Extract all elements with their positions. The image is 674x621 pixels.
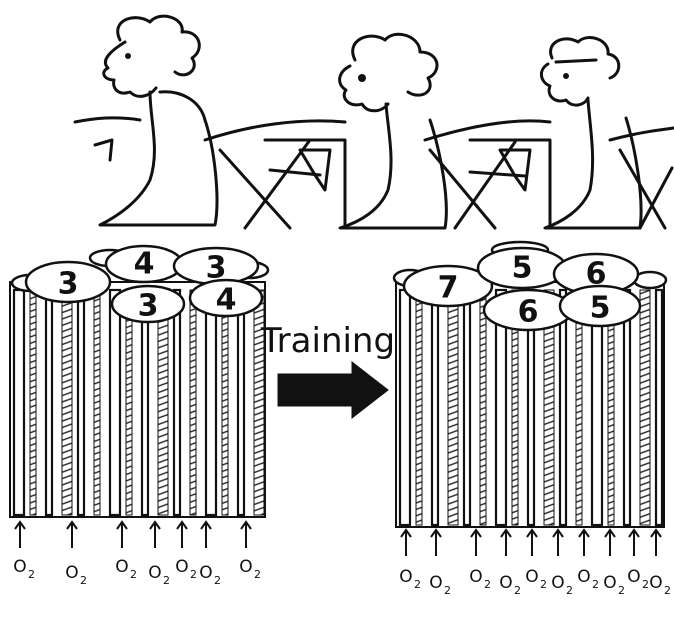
before-fiber-strand [206, 290, 216, 515]
oxygen-label: O [469, 567, 482, 587]
oxygen-label: O [175, 557, 188, 577]
before-fiber-number-1: 3 [58, 267, 79, 302]
oxygen-label: O [551, 573, 564, 593]
after-fiber-number-1: 7 [438, 271, 459, 306]
oxygen-subscript: 2 [592, 578, 599, 591]
before-fiber-strand [238, 290, 244, 515]
oxygen-subscript: 2 [664, 584, 671, 597]
training-label: Training [260, 321, 395, 361]
oxygen-subscript: 2 [514, 584, 521, 597]
before-fiber-strand [126, 290, 132, 515]
after-fiber-strand [448, 290, 458, 525]
oxygen-subscript: 2 [642, 578, 649, 591]
before-fiber-strand [222, 290, 228, 515]
before-fiber-strand [110, 290, 120, 515]
rower-figure-1 [75, 16, 217, 225]
before-fiber-strand [94, 290, 100, 515]
oxygen-subscript: 2 [566, 584, 573, 597]
after-fiber-number-5: 5 [590, 291, 611, 326]
oxygen-subscript: 2 [414, 578, 421, 591]
oxygen-subscript: 2 [254, 568, 261, 581]
after-fiber-number-4: 6 [518, 295, 539, 330]
right-arrow-icon [278, 362, 388, 418]
oxygen-subscript: 2 [190, 568, 197, 581]
before-fiber-strand [158, 290, 168, 515]
oxygen-label: O [148, 563, 161, 583]
after-fiber-strand [400, 290, 410, 525]
after-fiber-strand [656, 290, 662, 525]
before-fiber-number-5: 4 [216, 283, 237, 318]
oxygen-label: O [115, 557, 128, 577]
oxygen-subscript: 2 [618, 584, 625, 597]
before-fiber-strand [190, 290, 196, 515]
after-fiber-strand [416, 290, 422, 525]
oxygen-subscript: 2 [214, 574, 221, 587]
before-fiber-strand [30, 290, 36, 515]
oxygen-subscript: 2 [484, 578, 491, 591]
after-fiber-strand [480, 290, 486, 525]
oxygen-label: O [649, 573, 662, 593]
oxygen-label: O [65, 563, 78, 583]
oxygen-subscript: 2 [80, 574, 87, 587]
oxygen-label: O [577, 567, 590, 587]
oxygen-subscript: 2 [130, 568, 137, 581]
after-fiber-strand [464, 290, 470, 525]
before-fiber-strand [174, 290, 180, 515]
oxygen-label: O [499, 573, 512, 593]
oxygen-label: O [429, 573, 442, 593]
oxygen-label: O [603, 573, 616, 593]
rower-figure-2 [205, 34, 446, 228]
before-fiber-strand [14, 290, 24, 515]
oxygen-label: O [627, 567, 640, 587]
oxygen-label: O [399, 567, 412, 587]
oxygen-label: O [525, 567, 538, 587]
after-fiber-number-2: 5 [512, 251, 533, 286]
oxygen-subscript: 2 [163, 574, 170, 587]
before-fiber-strand [46, 290, 52, 515]
before-fiber-strand [142, 290, 148, 515]
rower-figure-3 [425, 38, 674, 228]
after-fiber-strand [560, 290, 566, 525]
oxygen-label: O [239, 557, 252, 577]
oxygen-label: O [199, 563, 212, 583]
oxygen-label: O [13, 557, 26, 577]
before-fiber-number-2: 4 [134, 247, 155, 282]
before-fiber-number-4: 3 [138, 289, 159, 324]
oxygen-subscript: 2 [540, 578, 547, 591]
oxygen-subscript: 2 [28, 568, 35, 581]
before-fiber-strand [62, 290, 72, 515]
oxygen-subscript: 2 [444, 584, 451, 597]
after-fiber-strand [640, 290, 650, 525]
after-fiber-strand [624, 290, 630, 525]
training-arrow: Training [260, 321, 395, 418]
after-fiber-strand [576, 290, 582, 525]
after-fiber-strand [432, 290, 438, 525]
before-fiber-strand [78, 290, 84, 515]
